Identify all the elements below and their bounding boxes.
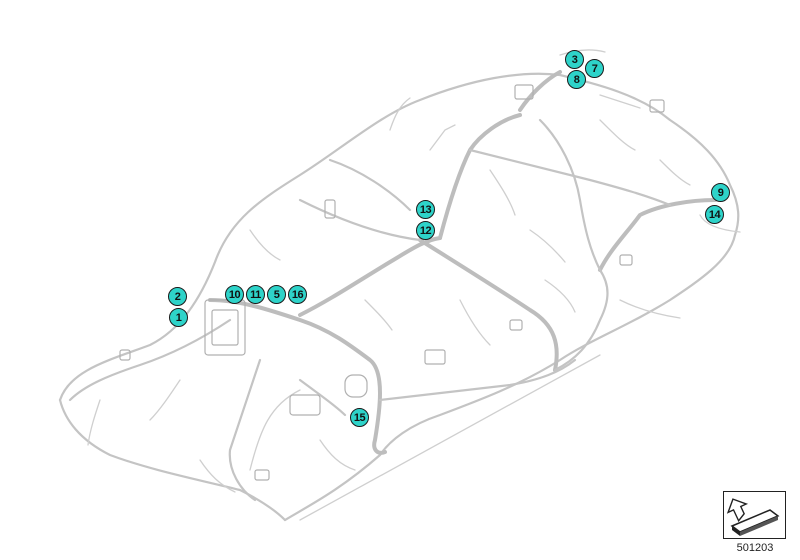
callout-3[interactable]: 3 xyxy=(565,50,584,69)
callout-14[interactable]: 14 xyxy=(705,205,724,224)
callout-16[interactable]: 16 xyxy=(288,285,307,304)
reference-box xyxy=(723,491,786,539)
callout-5[interactable]: 5 xyxy=(267,285,286,304)
callout-7[interactable]: 7 xyxy=(585,59,604,78)
callout-2[interactable]: 2 xyxy=(168,287,187,306)
branch-wires xyxy=(87,49,741,493)
callout-11[interactable]: 11 xyxy=(246,285,265,304)
callout-9[interactable]: 9 xyxy=(711,183,730,202)
module-clusters xyxy=(119,84,665,481)
callout-8[interactable]: 8 xyxy=(567,70,586,89)
callout-10[interactable]: 10 xyxy=(225,285,244,304)
reference-number: 501203 xyxy=(736,542,774,554)
callout-12[interactable]: 12 xyxy=(416,221,435,240)
harness-outline xyxy=(58,72,740,522)
arrow-plate-icon xyxy=(726,498,780,536)
callout-15[interactable]: 15 xyxy=(350,408,369,427)
callout-13[interactable]: 13 xyxy=(416,200,435,219)
callout-1[interactable]: 1 xyxy=(169,308,188,327)
main-harness xyxy=(68,70,717,502)
